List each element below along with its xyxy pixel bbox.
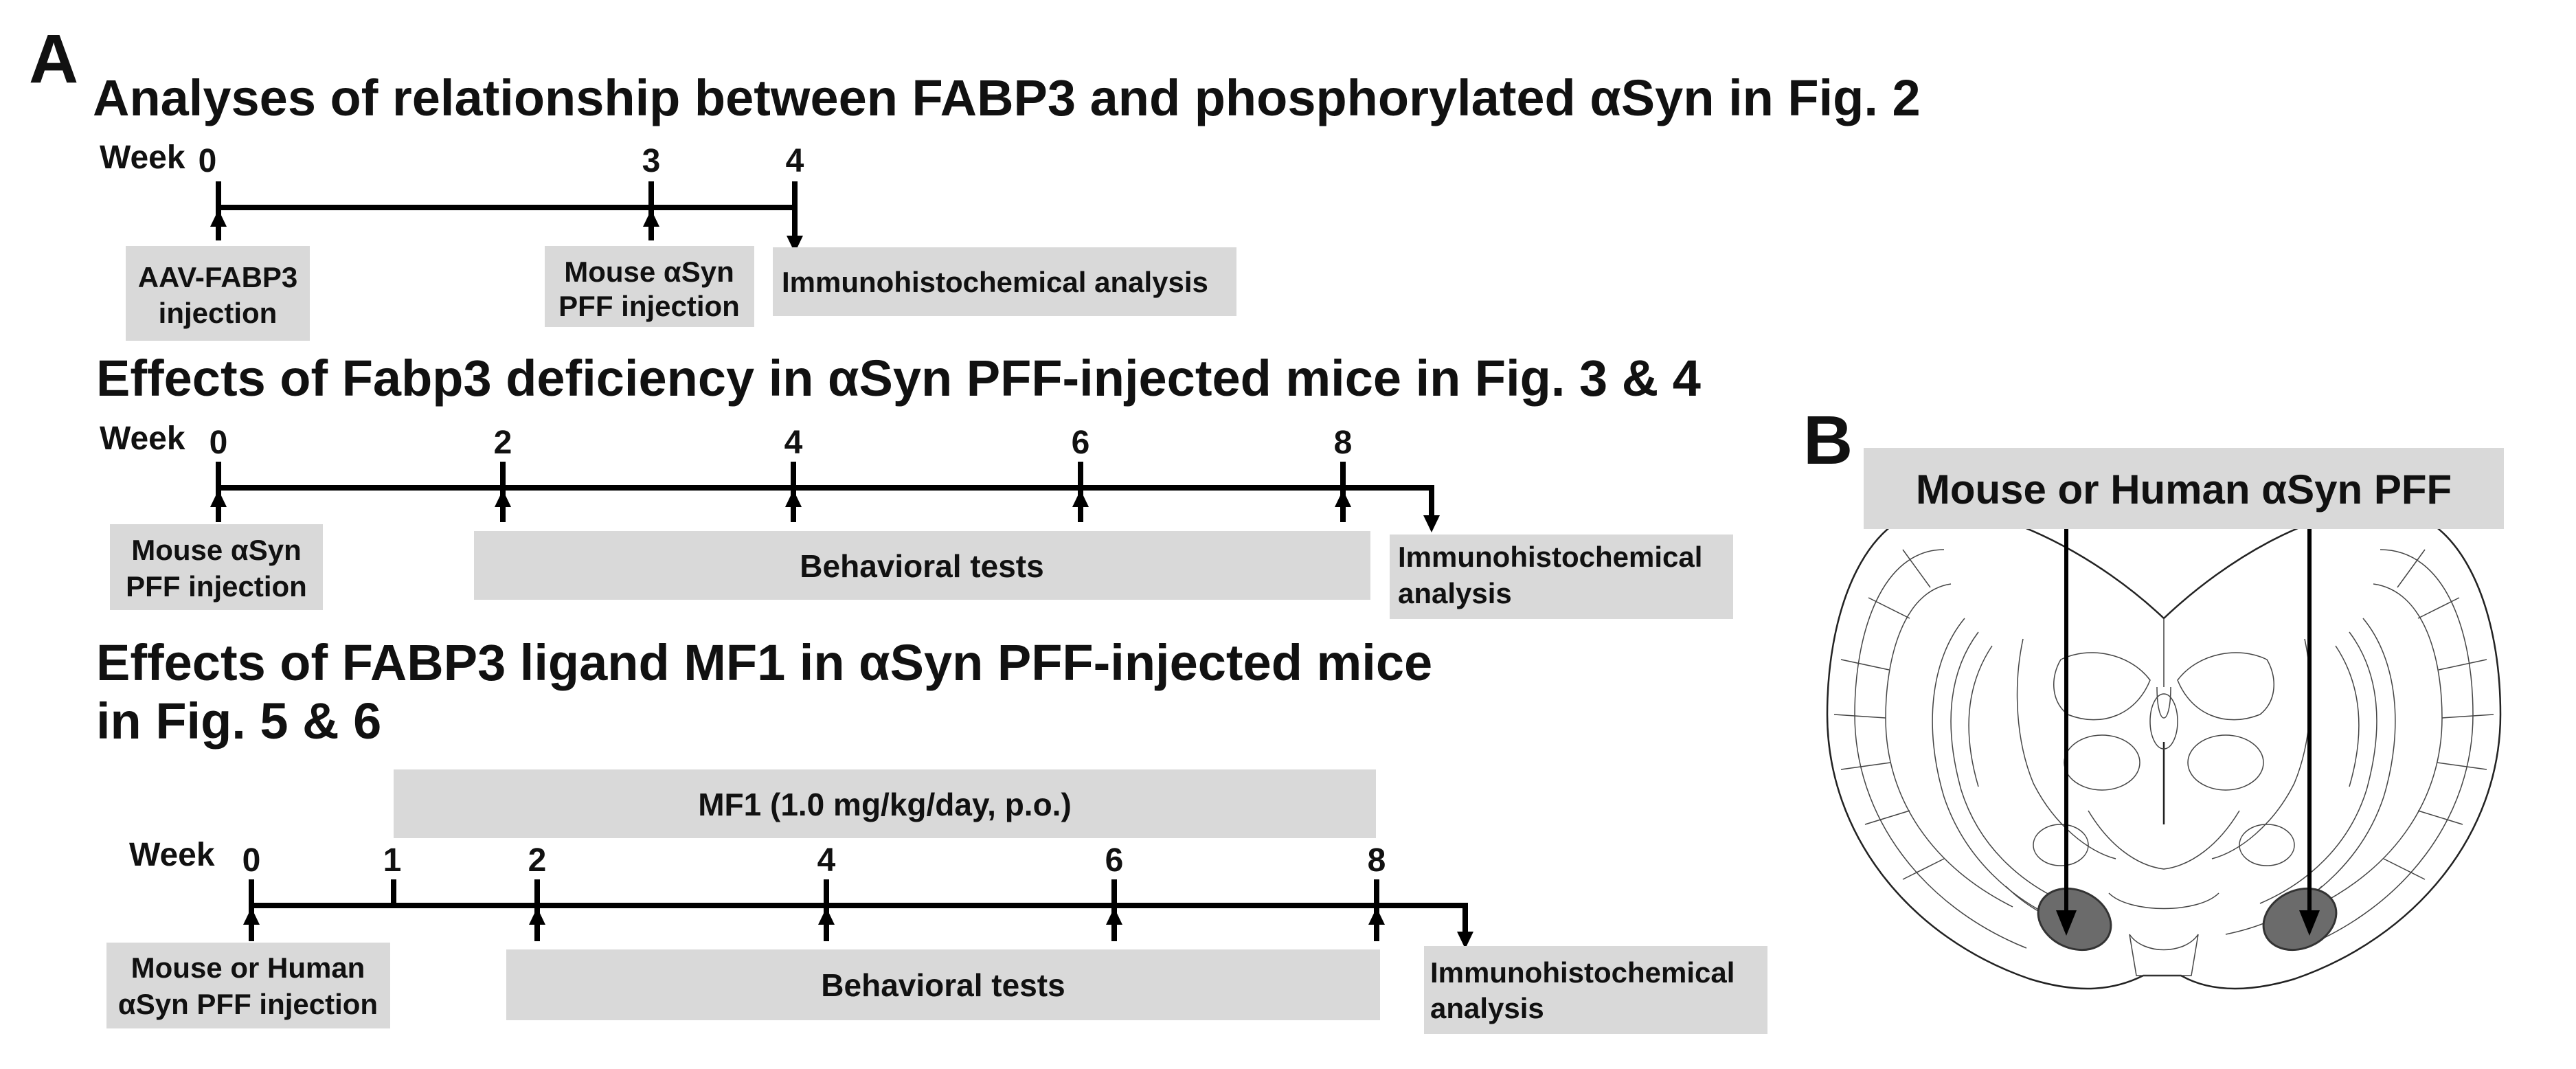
box-text: Immunohistochemical: [1430, 956, 1735, 989]
week-tick-label: 0: [242, 842, 261, 879]
pff-label-box: [1864, 448, 2504, 529]
week-tick-label: 4: [817, 842, 836, 879]
week-tick-label: 4: [784, 425, 803, 461]
up-arrow-icon: [210, 490, 227, 507]
down-arrow-icon: [1457, 932, 1473, 949]
up-arrow-icon: [529, 908, 545, 925]
box-text: Immunohistochemical analysis: [782, 266, 1208, 298]
up-arrow-icon: [243, 908, 260, 925]
up-arrow-icon: [1072, 490, 1089, 507]
box-text: analysis: [1398, 577, 1512, 609]
week-tick-label: 4: [786, 143, 804, 179]
box-text: Behavioral tests: [800, 548, 1043, 584]
week-tick-label: 3: [642, 143, 661, 179]
up-arrow-icon: [495, 490, 511, 507]
down-arrow-icon: [2056, 910, 2077, 936]
up-arrow-icon: [210, 210, 227, 227]
week-tick-label: 2: [528, 842, 547, 879]
week-tick-label: 0: [199, 143, 217, 179]
up-arrow-icon: [785, 490, 802, 507]
immunohistochemical-box: [1390, 534, 1733, 619]
week-label: Week: [100, 420, 185, 457]
box-text: PFF injection: [558, 290, 740, 322]
pff-injection-box: [106, 943, 390, 1028]
section-3: Effects of FABP3 ligand MF1 in αSyn PFF-…: [96, 634, 1767, 1034]
behavioral-tests-box: [506, 949, 1380, 1020]
box-text: MF1 (1.0 mg/kg/day, p.o.): [698, 787, 1072, 822]
box-text: αSyn PFF injection: [118, 988, 378, 1020]
down-arrow-icon: [1423, 515, 1440, 532]
up-arrow-icon: [818, 908, 835, 925]
brain-outline: [1826, 507, 2502, 990]
week-tick-label: 1: [383, 842, 402, 879]
week-tick-label: 8: [1334, 425, 1353, 461]
week-label: Week: [129, 837, 215, 873]
pff-label-text: Mouse or Human αSyn PFF: [1916, 466, 2452, 513]
down-arrow-icon: [787, 236, 803, 253]
section-3-title-line-2: in Fig. 5 & 6: [96, 693, 381, 750]
section-2: Effects of Fabp3 deficiency in αSyn PFF-…: [96, 350, 1733, 619]
week-tick-label: 0: [210, 425, 228, 461]
week-label: Week: [100, 139, 185, 176]
up-arrow-icon: [1368, 908, 1385, 925]
section-2-title: Effects of Fabp3 deficiency in αSyn PFF-…: [96, 350, 1701, 407]
box-text: Immunohistochemical: [1398, 541, 1702, 573]
box-text: analysis: [1430, 992, 1544, 1024]
immunohistochemical-box: [1424, 946, 1767, 1034]
box-text: PFF injection: [126, 570, 307, 603]
box-text: Mouse αSyn: [131, 534, 302, 566]
week-tick-label: 6: [1105, 842, 1124, 879]
week-tick-label: 2: [494, 425, 512, 461]
up-arrow-icon: [1335, 490, 1351, 507]
box-text: injection: [159, 297, 278, 329]
pff-injection-box: [545, 246, 754, 327]
up-arrow-icon: [643, 210, 659, 227]
section-1: Analyses of relationship between FABP3 a…: [93, 69, 1921, 341]
week-tick-label: 8: [1368, 842, 1386, 879]
aav-injection-box: [126, 246, 310, 341]
down-arrow-icon: [2299, 910, 2320, 936]
panel-b-letter: B: [1803, 402, 1853, 479]
section-1-title: Analyses of relationship between FABP3 a…: [93, 69, 1921, 126]
behavioral-tests-box: [474, 531, 1370, 600]
box-text: Mouse or Human: [131, 952, 365, 984]
panel-a-letter: A: [29, 21, 78, 98]
mf1-treatment-box: [394, 769, 1376, 838]
week-tick-label: 6: [1072, 425, 1090, 461]
injection-site-right: [2262, 887, 2338, 952]
box-text: AAV-FABP3: [138, 261, 298, 293]
brain-section-diagram: [1826, 507, 2502, 990]
box-text: Behavioral tests: [821, 967, 1065, 1003]
section-3-title-line-1: Effects of FABP3 ligand MF1 in αSyn PFF-…: [96, 634, 1432, 691]
pff-injection-box: [110, 524, 323, 610]
injection-site-left: [2037, 887, 2112, 952]
immunohistochemical-box: [773, 247, 1236, 316]
box-text: Mouse αSyn: [564, 256, 734, 288]
up-arrow-icon: [1106, 908, 1122, 925]
